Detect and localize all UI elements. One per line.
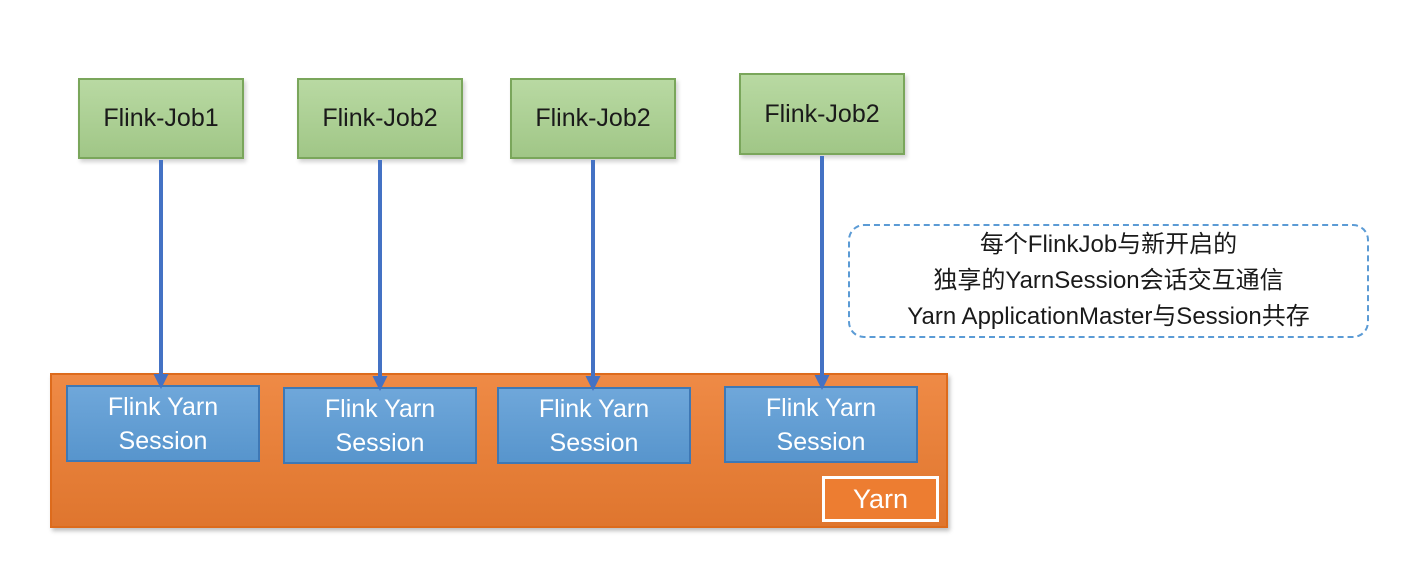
flink-yarn-session3-box: Flink Yarn Session bbox=[497, 387, 691, 464]
arrow-job3-to-session3 bbox=[585, 160, 601, 391]
yarn-tag: Yarn bbox=[822, 476, 939, 522]
flink-job2-box: Flink-Job2 bbox=[297, 78, 463, 159]
flink-yarn-session2-label: Flink Yarn Session bbox=[324, 394, 436, 457]
flink-yarn-session3-label: Flink Yarn Session bbox=[538, 394, 650, 457]
flink-job3-label: Flink-Job2 bbox=[535, 104, 651, 132]
flink-job4-box: Flink-Job2 bbox=[739, 73, 905, 155]
flink-job2-label: Flink-Job2 bbox=[322, 104, 438, 132]
arrow-job4-to-session4 bbox=[814, 156, 830, 390]
flink-yarn-session2-box: Flink Yarn Session bbox=[283, 387, 477, 464]
flink-yarn-session4-label: Flink Yarn Session bbox=[765, 393, 877, 456]
annotation-callout: 每个FlinkJob与新开启的 独享的YarnSession会话交互通信 Yar… bbox=[848, 224, 1369, 338]
flink-yarn-session4-box: Flink Yarn Session bbox=[724, 386, 918, 463]
flink-yarn-session1-box: Flink Yarn Session bbox=[66, 385, 260, 462]
flink-yarn-session1-label: Flink Yarn Session bbox=[107, 392, 219, 455]
annotation-line-1: 每个FlinkJob与新开启的 bbox=[979, 231, 1238, 258]
annotation-line-2: 独享的YarnSession会话交互通信 bbox=[933, 267, 1284, 294]
arrow-job1-to-session1 bbox=[153, 160, 169, 389]
flink-job1-label: Flink-Job1 bbox=[103, 104, 219, 132]
annotation-line-3: Yarn ApplicationMaster与Session共存 bbox=[907, 303, 1310, 330]
flink-job3-box: Flink-Job2 bbox=[510, 78, 676, 159]
flink-job1-box: Flink-Job1 bbox=[78, 78, 244, 159]
flink-job4-label: Flink-Job2 bbox=[764, 99, 880, 128]
arrow-job2-to-session2 bbox=[372, 160, 388, 391]
